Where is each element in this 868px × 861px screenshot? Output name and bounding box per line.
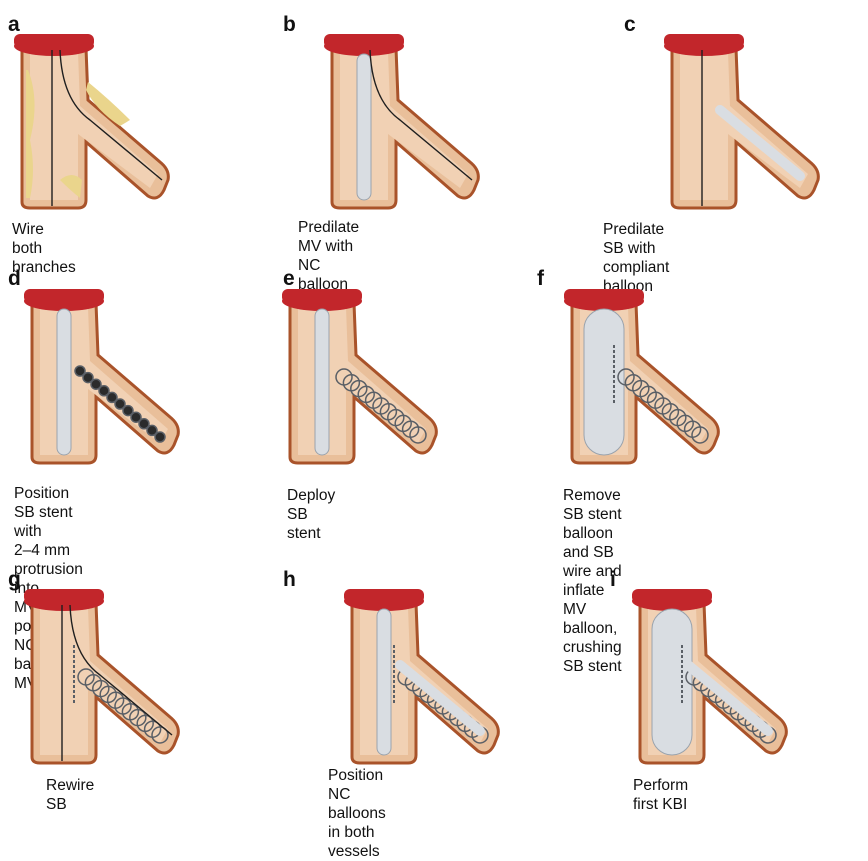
panel-caption: Rewire SB xyxy=(46,776,94,814)
vessel-cap-band xyxy=(564,289,644,303)
mv-balloon xyxy=(357,54,371,200)
vessel-illustration xyxy=(550,285,730,465)
mv-balloon xyxy=(584,309,624,455)
panel-caption: Predilate MV with NC balloon xyxy=(298,218,359,294)
vessel-cap-band xyxy=(24,289,104,303)
vessel-cap-band xyxy=(632,589,712,603)
vessel-cap-band xyxy=(14,34,94,48)
panel-letter: h xyxy=(283,569,296,590)
vessel-cap-band xyxy=(282,289,362,303)
vessel-cap-band xyxy=(24,589,104,603)
panel-letter: c xyxy=(624,14,636,35)
vessel-illustration xyxy=(618,585,798,765)
vessel-lumen xyxy=(30,52,158,200)
panel-caption: Deploy SB stent xyxy=(287,486,335,543)
panel-letter: b xyxy=(283,14,296,35)
vessel-illustration xyxy=(650,30,830,210)
vessel-illustration xyxy=(0,30,180,210)
panel-caption: Position NC balloons in both vessels xyxy=(328,766,386,861)
vessel-cap-band xyxy=(664,34,744,48)
vessel-illustration xyxy=(10,585,190,765)
mv-balloon xyxy=(57,309,71,455)
mv-balloon xyxy=(377,609,391,755)
vessel-illustration xyxy=(330,585,510,765)
mv-balloon xyxy=(652,609,692,755)
panel-letter: f xyxy=(537,268,544,289)
panel-caption: Wire both branches xyxy=(12,220,76,277)
vessel-illustration xyxy=(10,285,190,465)
vessel-illustration xyxy=(268,285,448,465)
panel-letter: i xyxy=(610,569,616,590)
vessel-illustration xyxy=(310,30,490,210)
vessel-cap-band xyxy=(324,34,404,48)
panel-caption: Perform first KBI xyxy=(633,776,688,814)
mv-balloon xyxy=(315,309,329,455)
vessel-cap-band xyxy=(344,589,424,603)
